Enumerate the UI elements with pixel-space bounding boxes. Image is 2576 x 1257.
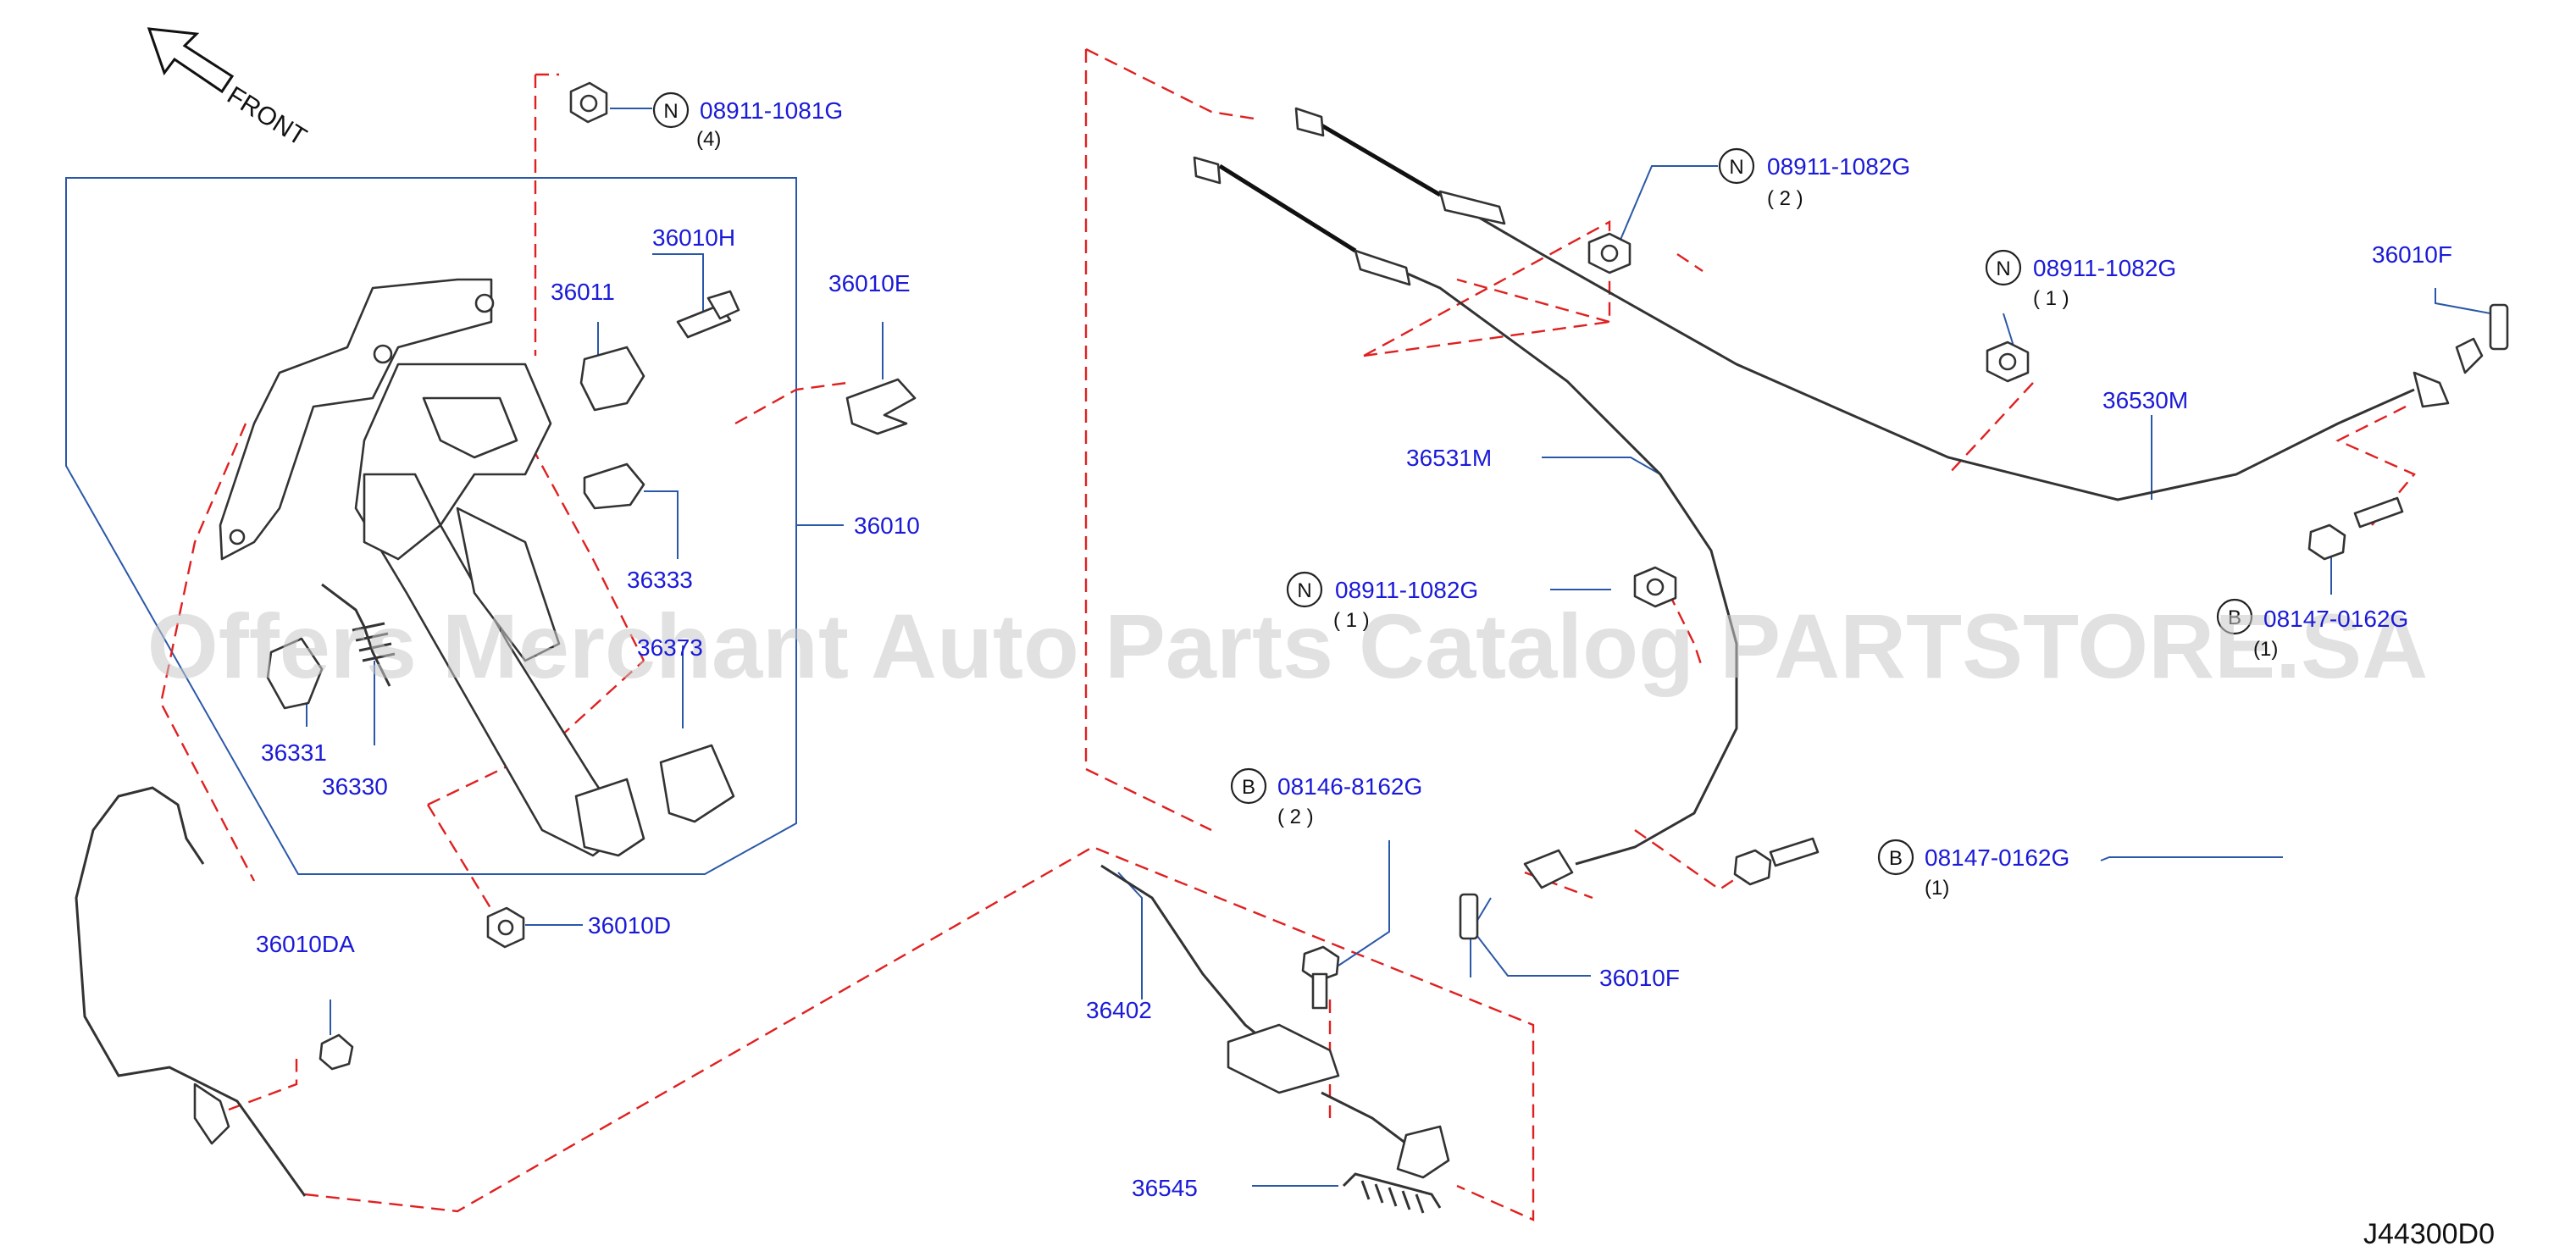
bracket-36010E-icon: [845, 378, 917, 435]
lever-36402-icon: [1100, 864, 1450, 1179]
watermark: Offers Merchant Auto Parts Catalog PARTS…: [147, 595, 2428, 697]
parking-brake-pedal-assembly-icon: [219, 278, 735, 857]
part-label-08147-0162G-lower[interactable]: 08147-0162G: [1925, 844, 2069, 871]
part-label-36010[interactable]: 36010: [854, 512, 920, 539]
badge-N-08911-1081G: N: [652, 91, 690, 129]
qty-label-08147-0162G-upper: (1): [2253, 638, 2278, 661]
qty-label-08911-1082G-upper: ( 2 ): [1767, 187, 1803, 210]
qty-label-08911-1082G-mid: ( 1 ): [2033, 287, 2069, 310]
bolt-08147-0162G-lower-icon: [1733, 837, 1820, 886]
badge-letter: N: [663, 100, 678, 123]
part-label-36010D[interactable]: 36010D: [588, 912, 671, 939]
switch-36011-icon: [579, 346, 645, 412]
bolt-36010H-icon: [676, 290, 740, 339]
cable-36010DA-icon: [75, 786, 354, 1197]
part-label-36010H[interactable]: 36010H: [652, 224, 735, 251]
badge-N-08911-1082G-mid: N: [1985, 249, 2022, 286]
front-label: FRONT: [222, 81, 311, 152]
part-label-36011[interactable]: 36011: [551, 279, 615, 305]
qty-label-08911-1081G: (4): [696, 128, 721, 151]
cable-36531M-icon: [1193, 156, 1738, 940]
badge-letter: B: [2228, 606, 2241, 629]
nut-08911-1082G-mid-icon: [1986, 341, 2030, 383]
pedal-assembly-frame: [65, 177, 797, 875]
nut-08911-1082G-lower-icon: [1633, 566, 1677, 608]
badge-letter: B: [1242, 776, 1255, 799]
part-label-36333[interactable]: 36333: [627, 567, 693, 593]
qty-label-08911-1082G-lower: ( 1 ): [1333, 609, 1370, 632]
qty-label-08146-8162G: ( 2 ): [1277, 806, 1314, 828]
nut-08911-1082G-upper-icon: [1587, 232, 1631, 274]
spring-36545-icon: [1342, 1172, 1442, 1214]
part-label-08146-8162G[interactable]: 08146-8162G: [1277, 773, 1422, 800]
part-label-36373[interactable]: 36373: [637, 634, 703, 661]
badge-letter: N: [1729, 156, 1743, 179]
front-arrow-icon: [147, 27, 235, 94]
part-label-36531M[interactable]: 36531M: [1406, 445, 1492, 471]
bolt-08147-0162G-upper-icon: [2307, 496, 2404, 561]
part-label-08911-1082G-mid[interactable]: 08911-1082G: [2033, 255, 2176, 281]
bolt-08146-8162G-icon: [1301, 945, 1340, 1010]
part-label-36330[interactable]: 36330: [322, 773, 388, 800]
badge-N-08911-1082G-lower: N: [1286, 571, 1323, 608]
part-label-36010E[interactable]: 36010E: [828, 270, 911, 296]
part-label-36530M[interactable]: 36530M: [2102, 387, 2188, 413]
drawing-code: J44300D0: [2363, 1218, 2495, 1250]
badge-B-08147-0162G-upper: B: [2216, 598, 2253, 635]
badge-letter: N: [1996, 257, 2010, 280]
badge-letter: B: [1889, 847, 1903, 870]
part-label-08911-1081G[interactable]: 08911-1081G: [700, 97, 843, 124]
part-label-08911-1082G-upper[interactable]: 08911-1082G: [1767, 153, 1910, 180]
part-label-36010DA[interactable]: 36010DA: [256, 931, 355, 957]
stopper-36331-icon: [266, 637, 324, 710]
part-label-36331[interactable]: 36331: [261, 739, 327, 766]
pad-36333-icon: [583, 462, 645, 510]
spring-36330-icon: [321, 583, 396, 687]
cable-36530M-icon: [1294, 107, 2509, 501]
badge-letter: N: [1297, 579, 1311, 602]
part-label-08147-0162G-upper[interactable]: 08147-0162G: [2263, 606, 2408, 632]
nut-36010D-icon: [486, 906, 525, 949]
part-label-36010F-lower[interactable]: 36010F: [1599, 965, 1680, 991]
part-label-36010F-upper[interactable]: 36010F: [2372, 241, 2452, 268]
part-label-08911-1082G-lower[interactable]: 08911-1082G: [1335, 577, 1478, 603]
nut-08911-1081G-icon: [569, 81, 608, 124]
badge-B-08146-8162G: B: [1230, 767, 1267, 805]
part-label-36545[interactable]: 36545: [1132, 1175, 1198, 1201]
badge-B-08147-0162G-lower: B: [1877, 839, 1914, 876]
part-label-36402[interactable]: 36402: [1086, 997, 1152, 1023]
badge-N-08911-1082G-upper: N: [1718, 147, 1755, 185]
qty-label-08147-0162G-lower: (1): [1925, 877, 1949, 900]
